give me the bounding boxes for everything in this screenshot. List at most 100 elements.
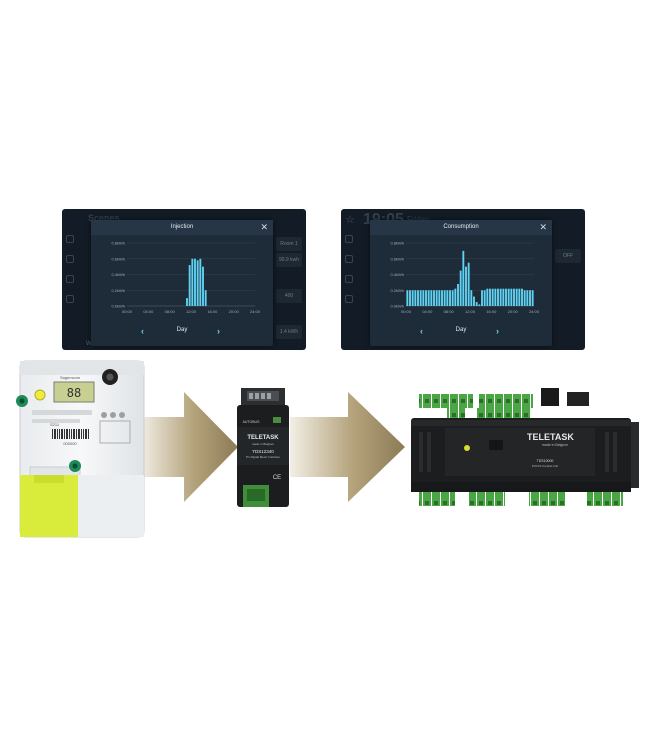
chevron-left-icon[interactable]: ‹: [141, 326, 144, 336]
sidebar-icon[interactable]: [345, 235, 353, 243]
chart-bar: [526, 290, 529, 306]
chart-bar: [419, 290, 422, 306]
y-tick-label: 0.6kWh: [111, 256, 125, 261]
chart-bar: [502, 288, 505, 306]
chart-bar: [481, 290, 483, 306]
popup-header: Consumption ✕: [370, 220, 552, 235]
sidebar-icon[interactable]: [345, 295, 353, 303]
y-tick-label: 0.2kWh: [390, 288, 404, 293]
chart-bar: [449, 290, 451, 306]
chart-bar: [196, 260, 199, 306]
sidebar-icon[interactable]: [66, 295, 74, 303]
y-tick-label: 0.0kWh: [111, 304, 125, 309]
y-tick-label: 0.4kWh: [111, 272, 125, 277]
x-tick-label: 16:00: [486, 309, 497, 314]
interface-made-in: made in Belgium: [252, 442, 275, 446]
chart-bar: [430, 290, 433, 306]
popup-header: Injection ✕: [91, 220, 273, 235]
period-nav: ‹ Day ›: [370, 326, 552, 340]
chart-bar: [457, 283, 459, 306]
chart-bar: [191, 258, 194, 306]
chart-bar: [531, 290, 534, 306]
chart-bar: [188, 265, 191, 306]
chart-bar: [425, 290, 427, 306]
bg-tile[interactable]: Room 1: [276, 237, 302, 251]
chart-bar: [507, 288, 510, 306]
y-tick-label: 0.0kWh: [390, 304, 404, 309]
sidebar-icon[interactable]: [66, 235, 74, 243]
period-label[interactable]: Day: [176, 327, 188, 333]
bg-tile[interactable]: OFF: [555, 249, 581, 263]
central-made-in: made in Belgium: [542, 443, 568, 447]
chart-bar: [499, 288, 502, 306]
period-nav: ‹ Day ›: [91, 326, 273, 340]
chevron-left-icon[interactable]: ‹: [420, 326, 423, 336]
interface-desc: P1 Digital Meter Interface: [246, 455, 280, 459]
y-tick-label: 0.8kWh: [390, 241, 404, 246]
ce-mark: CE: [273, 475, 281, 481]
x-tick-label: 24:00: [250, 309, 261, 314]
central-unit: TELETASK made in Belgium TDS10000 PICOS …: [411, 388, 639, 506]
x-tick-label: 12:00: [465, 309, 476, 314]
x-tick-label: 20:00: [508, 309, 519, 314]
sidebar-icon[interactable]: [345, 275, 353, 283]
bg-tile[interactable]: 99.9 kwh: [276, 253, 302, 267]
chart-bar: [497, 288, 499, 306]
chart-bar: [513, 288, 515, 306]
chart-bar: [411, 290, 414, 306]
chart-bar: [422, 290, 425, 306]
star-icon[interactable]: ☆: [345, 214, 355, 226]
x-tick-label: 16:00: [207, 309, 218, 314]
chevron-right-icon[interactable]: ›: [496, 326, 499, 336]
bg-tile[interactable]: 1.4 kWh: [276, 325, 302, 339]
chart-bar: [406, 290, 409, 306]
chart-bar: [529, 290, 531, 306]
chart-bar: [427, 290, 430, 306]
chart-bar: [473, 296, 475, 306]
bg-tile[interactable]: 400: [276, 289, 302, 303]
meter-brand: Sagemcom: [60, 375, 81, 380]
chart-bar: [186, 298, 188, 306]
bg-header-text: Scenes: [88, 213, 120, 223]
chart-bar: [486, 288, 489, 306]
meter-digits: 88: [67, 386, 81, 400]
x-tick-label: 08:00: [444, 309, 455, 314]
chart-bar: [199, 258, 202, 306]
sidebar-icon[interactable]: [66, 255, 74, 263]
chart-bar: [451, 290, 454, 306]
x-tick-label: 12:00: [186, 309, 197, 314]
chart-bar: [459, 270, 462, 306]
interface-bus-label: AUTOBUS: [243, 420, 261, 424]
interface-model: TDS12340: [252, 449, 274, 454]
chart-bar: [510, 288, 513, 306]
popup-title: Injection: [170, 224, 194, 230]
sidebar-icon[interactable]: [66, 275, 74, 283]
close-icon[interactable]: ✕: [539, 222, 547, 232]
chart-bar: [409, 290, 411, 306]
period-label[interactable]: Day: [455, 327, 467, 333]
meter-grid-label: S211: [50, 422, 60, 427]
central-model: TDS10000: [537, 459, 554, 463]
sidebar-icon[interactable]: [345, 255, 353, 263]
chart-bar: [435, 290, 438, 306]
bg-day: Friday: [407, 215, 429, 224]
chart-bar: [491, 288, 494, 306]
arrow-right-icon: [140, 392, 238, 502]
chevron-right-icon[interactable]: ›: [217, 326, 220, 336]
x-tick-label: 04:00: [422, 309, 433, 314]
p1-interface-module: TELETASK made in Belgium TDS12340 P1 Dig…: [237, 388, 289, 507]
chart-bar: [505, 288, 507, 306]
chart-bar: [454, 288, 457, 306]
injection-screen: Scenes Room 1 99.9 kwh 400 1.4 kWh Wind …: [62, 209, 306, 350]
close-icon[interactable]: ✕: [260, 222, 268, 232]
arrow-right-icon: [290, 392, 405, 502]
chart-bar: [441, 290, 443, 306]
chart-bar: [521, 288, 523, 306]
chart-bar: [518, 288, 521, 306]
y-tick-label: 0.4kWh: [390, 272, 404, 277]
central-desc: PICOS Central Unit: [532, 464, 558, 468]
central-brand: TELETASK: [527, 432, 574, 442]
